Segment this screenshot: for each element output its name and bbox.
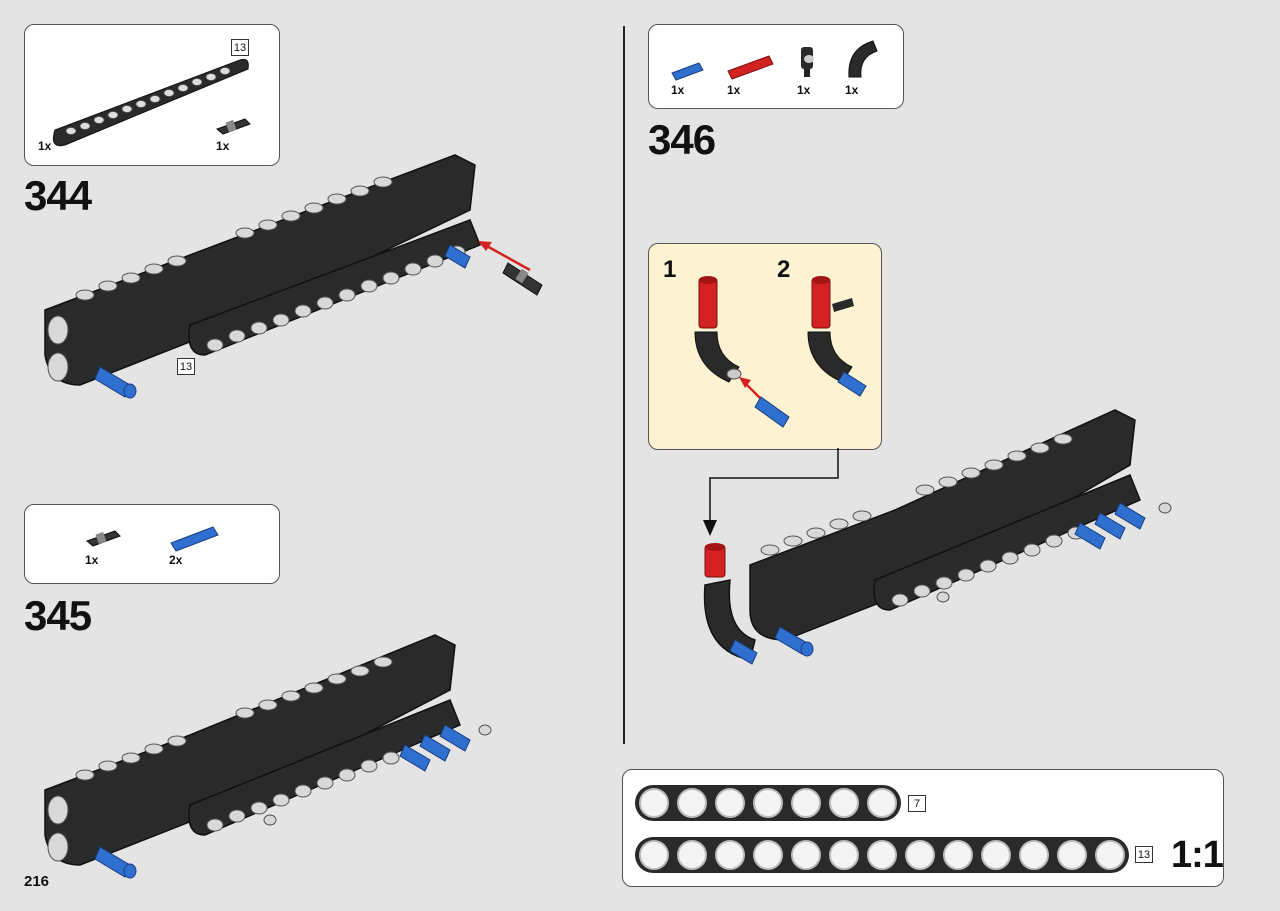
- assembly-illustration-345: [44, 634, 492, 879]
- scale-reference-panel: 7 13 1:1: [622, 769, 1224, 887]
- part-qty: 1x: [38, 139, 52, 153]
- black-axle-pin-icon: [86, 530, 121, 547]
- black-connector-icon: [801, 47, 814, 77]
- substep-number: 2: [777, 256, 791, 283]
- beam-length-label: 13: [1135, 846, 1153, 863]
- beam-hole: [715, 840, 745, 870]
- beam-hole: [639, 840, 669, 870]
- beam-hole: [867, 840, 897, 870]
- beam-length-callout: 13: [177, 358, 195, 375]
- callout-pointer: [703, 448, 839, 536]
- beam-hole: [1057, 840, 1087, 870]
- part-qty: 2x: [169, 553, 183, 567]
- beam-hole: [791, 840, 821, 870]
- part-qty: 1x: [85, 553, 99, 567]
- substep-1-illustration: [694, 276, 790, 428]
- beam-hole: [1095, 840, 1125, 870]
- step-number: 345: [24, 592, 92, 639]
- beam-13-icon: [52, 58, 249, 147]
- beam-hole: [639, 788, 669, 818]
- curved-beam-icon: [848, 40, 878, 78]
- beam-hole: [791, 788, 821, 818]
- beam-hole: [905, 840, 935, 870]
- step-number: 344: [24, 172, 92, 219]
- sub-assembly-callout: 1 2: [648, 243, 882, 450]
- column-divider: [623, 26, 625, 744]
- part-length-box: 13: [231, 39, 249, 56]
- scale-beam-13: [635, 837, 1129, 873]
- red-axle-pin-icon: [727, 55, 774, 80]
- part-qty: 1x: [797, 83, 811, 97]
- part-qty: 1x: [727, 83, 741, 97]
- page-number: 216: [24, 873, 50, 890]
- beam-hole: [677, 788, 707, 818]
- part-qty: 1x: [671, 83, 685, 97]
- part-qty: 1x: [216, 139, 230, 153]
- parts-list-345: 1x 2x: [24, 504, 280, 584]
- beam-hole: [677, 840, 707, 870]
- beam-hole: [943, 840, 973, 870]
- beam-hole: [981, 840, 1011, 870]
- step-number: 346: [648, 116, 716, 163]
- blue-long-pin-icon: [170, 526, 219, 552]
- scale-beam-7: [635, 785, 901, 821]
- substep-number: 1: [663, 256, 677, 283]
- beam-hole: [753, 788, 783, 818]
- scale-ratio: 1:1: [1171, 834, 1224, 876]
- beam-hole: [715, 788, 745, 818]
- blue-pin-icon: [671, 62, 704, 81]
- black-axle-pin-icon: [216, 118, 251, 135]
- beam-hole: [867, 788, 897, 818]
- beam-hole: [1019, 840, 1049, 870]
- parts-list-346: 1x 1x 1x 1x: [648, 24, 904, 109]
- assembly-illustration-344: [44, 154, 543, 399]
- beam-hole: [753, 840, 783, 870]
- beam-hole: [829, 788, 859, 818]
- assembly-illustration-346: [703, 409, 1172, 665]
- substep-2-illustration: [807, 276, 867, 397]
- parts-list-344: 13 1x 1x: [24, 24, 280, 166]
- beam-hole: [829, 840, 859, 870]
- beam-length-label: 7: [908, 795, 926, 812]
- part-qty: 1x: [845, 83, 859, 97]
